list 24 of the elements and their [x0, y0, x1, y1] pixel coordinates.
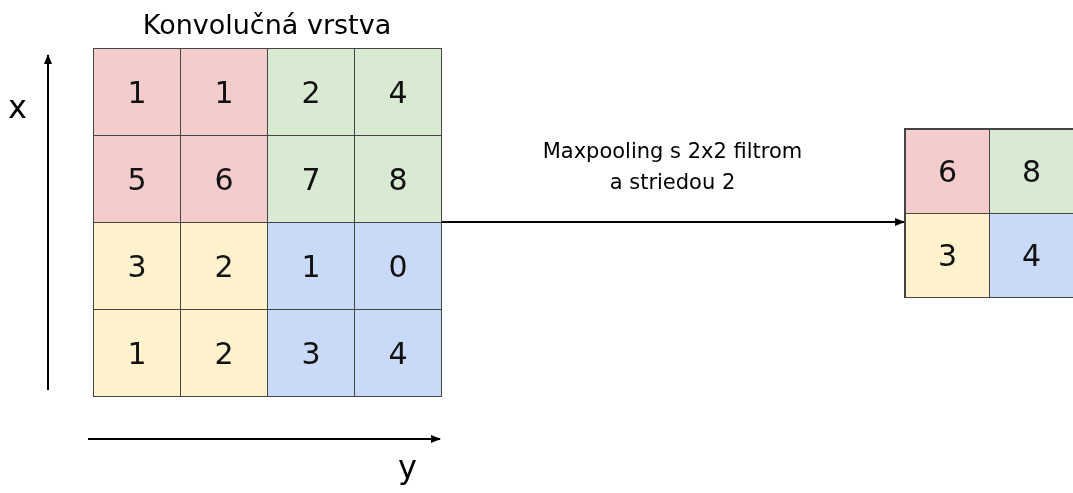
grid-cell: 3 [93, 222, 181, 310]
grid-cell: 4 [354, 48, 442, 136]
grid-cell: 1 [93, 48, 181, 136]
arrow [440, 218, 905, 226]
grid-cell: 2 [180, 309, 268, 397]
axis-label: y [398, 448, 417, 486]
grid-cell: 3 [267, 309, 355, 397]
grid-cell: 8 [989, 129, 1073, 214]
axis-label: x [8, 88, 27, 126]
grid-cell: 4 [989, 213, 1073, 298]
grid-cell: 3 [905, 213, 990, 298]
grid-cell: 2 [267, 48, 355, 136]
grid-cell: 1 [267, 222, 355, 310]
grid-cell: 6 [180, 135, 268, 223]
grid-cell: 4 [354, 309, 442, 397]
grid-cell: 5 [93, 135, 181, 223]
grid-cell: 0 [354, 222, 442, 310]
grid-cell: 2 [180, 222, 268, 310]
grid-cell: 6 [905, 129, 990, 214]
grid-cell: 8 [354, 135, 442, 223]
grid-cell: 7 [267, 135, 355, 223]
grid-title: Konvolučná vrstva [141, 8, 393, 42]
grid-cell: 1 [93, 309, 181, 397]
grid-cell: 1 [180, 48, 268, 136]
